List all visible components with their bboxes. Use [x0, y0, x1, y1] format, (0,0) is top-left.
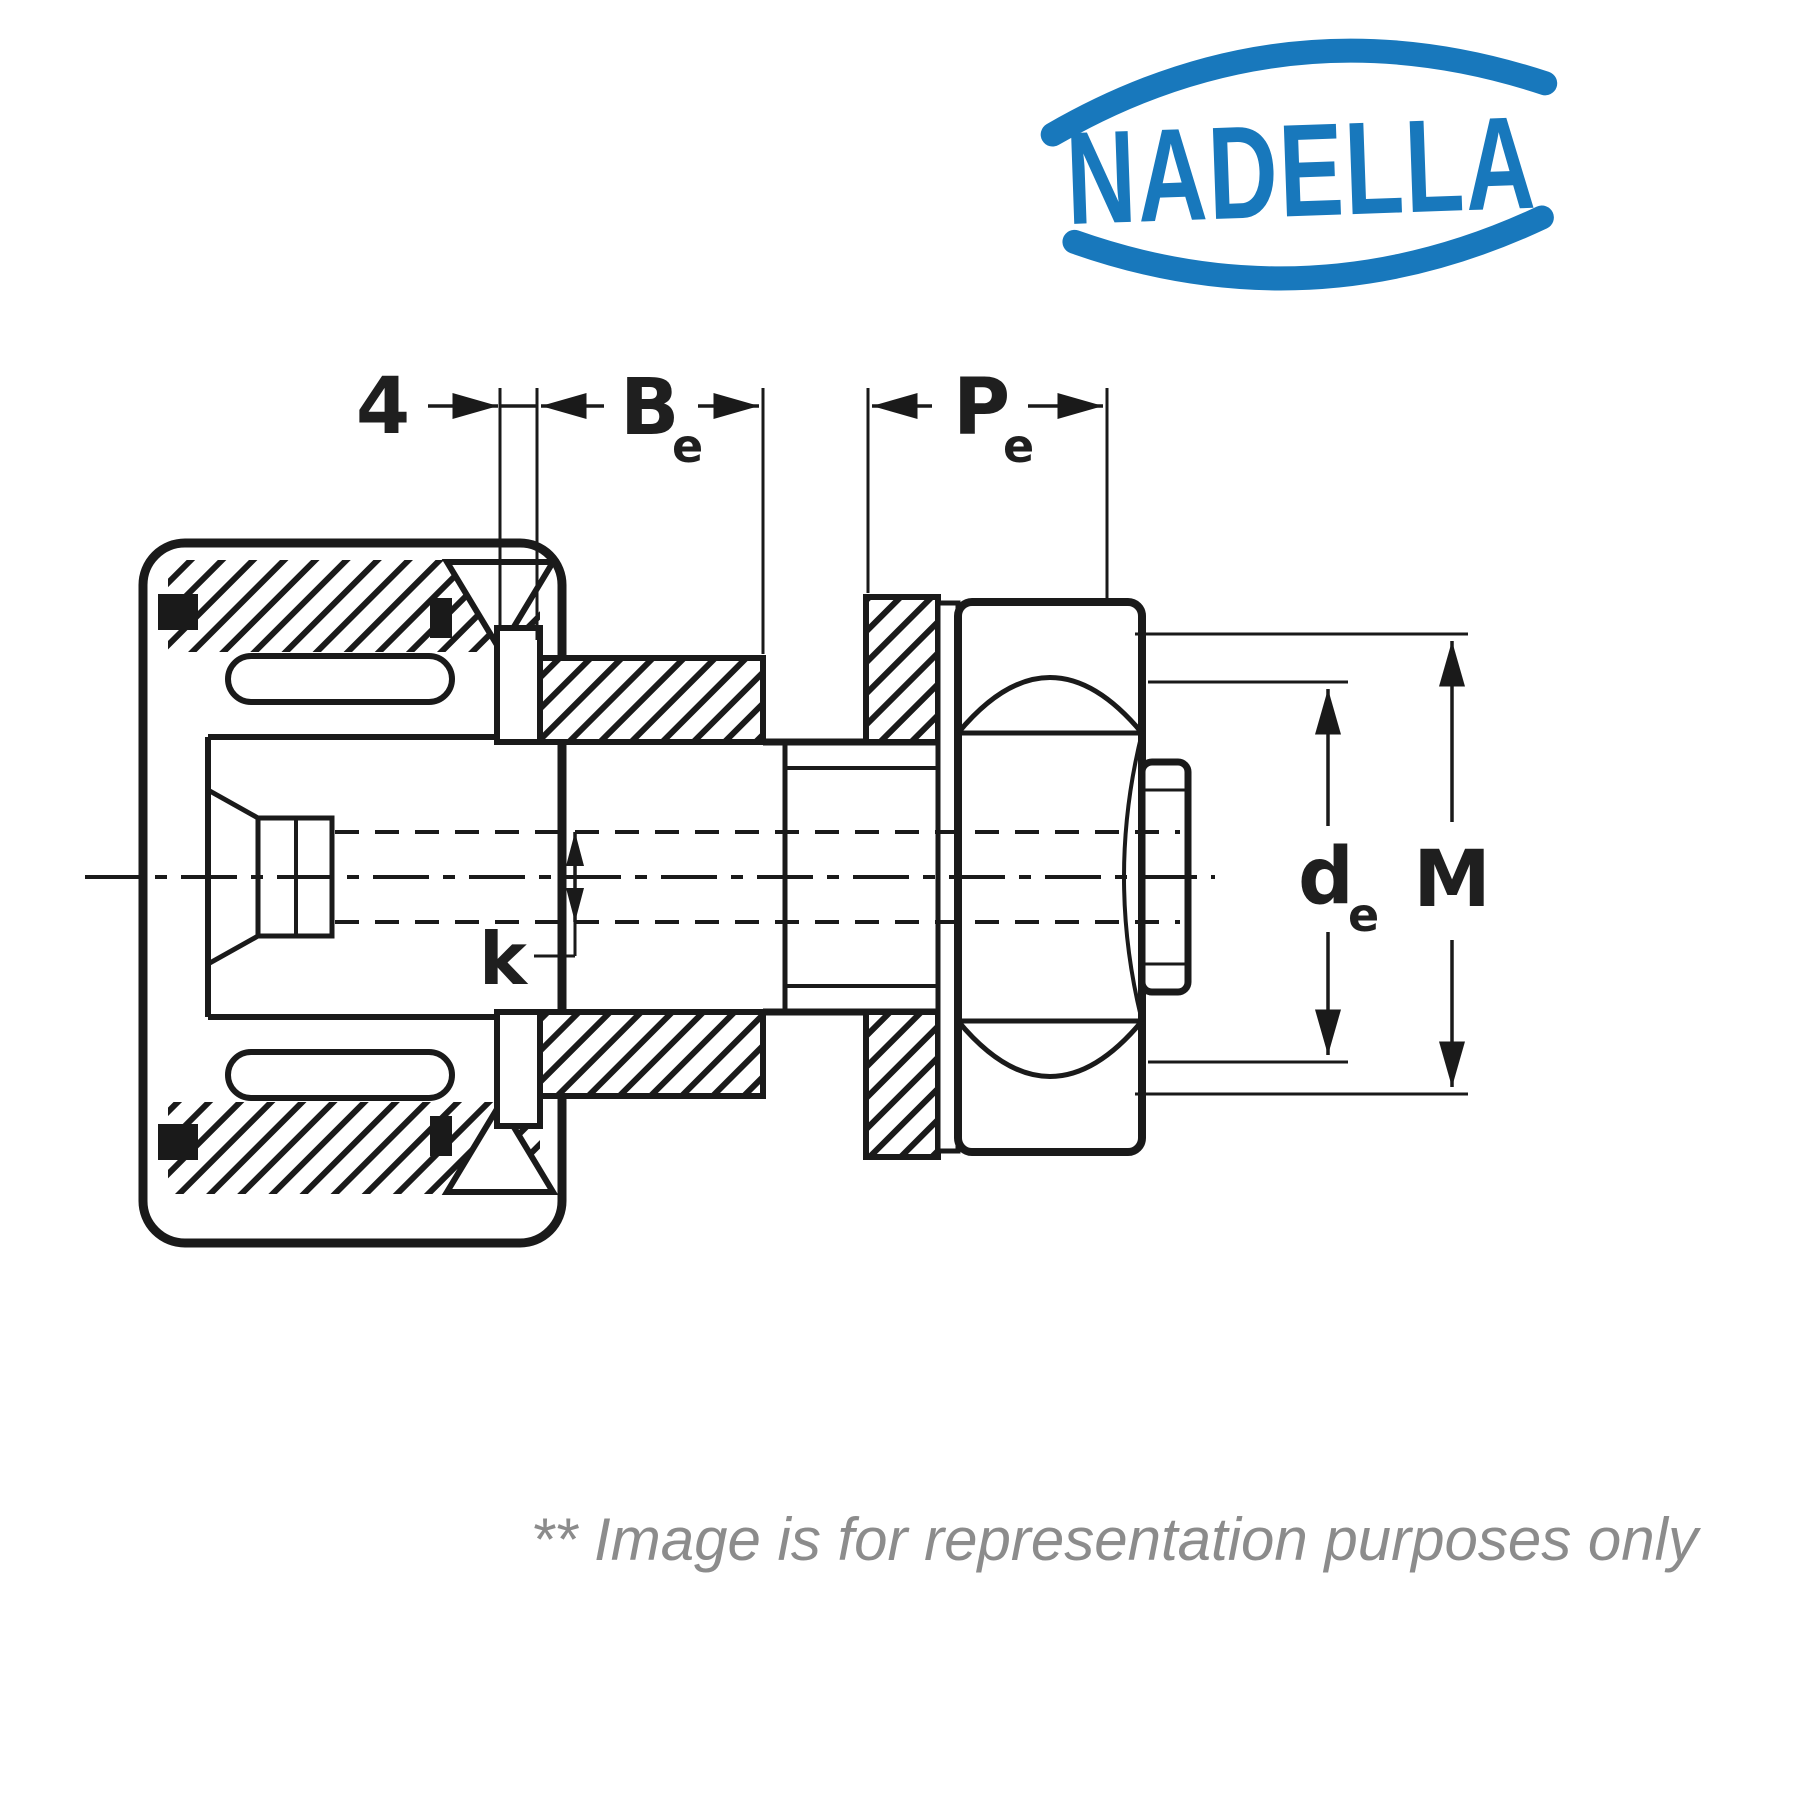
nadella-logo: NADELLA: [1040, 38, 1558, 291]
arrowhead-down: [566, 888, 584, 922]
dim-label-pe-sub: e: [1003, 419, 1034, 473]
flange-plate-hatch-top: [863, 594, 941, 745]
logo-top-swoosh: [1040, 38, 1558, 147]
dim-label-pe: P: [953, 363, 1010, 453]
stud-section: [494, 625, 941, 1129]
nut-chamfer-arc-bottom: [956, 1019, 1144, 1079]
needle-rollers-top: [225, 653, 455, 705]
socket-chamfer-bottom: [206, 933, 260, 967]
dimension-m: M: [1135, 632, 1491, 1096]
seal-block-bottom-right: [430, 1116, 452, 1156]
logo-wordmark: NADELLA: [1064, 89, 1539, 252]
roller-section: [138, 538, 567, 1248]
dim-label-de: d: [1298, 832, 1354, 922]
dim-label-de-sub: e: [1348, 888, 1379, 942]
dim-label-be: B: [620, 363, 679, 453]
stud-step-top: [494, 625, 543, 745]
needle-rollers-bottom: [225, 1049, 455, 1101]
nut-chamfer-arc-top: [956, 675, 1144, 735]
dim-label-offset: 4: [356, 362, 410, 452]
socket-chamfer-top: [206, 787, 260, 821]
seal-block-top-left: [158, 594, 198, 630]
flange-plate-hatch-bottom: [863, 1009, 941, 1160]
dim-label-be-sub: e: [672, 419, 703, 473]
logo-bottom-swoosh: [1062, 205, 1554, 291]
seal-block-bottom-left: [158, 1124, 198, 1160]
chamfer-notch-bottom: [441, 1098, 559, 1195]
dimension-pe: P e: [866, 363, 1109, 599]
dim-label-k: k: [479, 917, 529, 1001]
dimensions: 4 B e P e d e: [356, 362, 1491, 1096]
dim-label-m: M: [1413, 835, 1491, 925]
mounting-flange-section: [863, 594, 961, 1160]
dimension-de: d e: [1148, 680, 1379, 1064]
stud-flange-hatch-bottom: [537, 1009, 766, 1099]
dimension-offset-4: 4: [356, 362, 539, 640]
dimension-k: k: [479, 832, 584, 1001]
disclaimer-text: ** Image is for representation purposes …: [531, 1506, 1702, 1573]
bore-and-centerline: [85, 830, 1215, 924]
seal-block-top-right: [430, 598, 452, 638]
dimension-be: B e: [541, 363, 765, 654]
stud-flange-hatch-top: [537, 655, 766, 745]
arrowhead-up: [566, 832, 584, 866]
stud-step-bottom: [494, 1009, 543, 1129]
